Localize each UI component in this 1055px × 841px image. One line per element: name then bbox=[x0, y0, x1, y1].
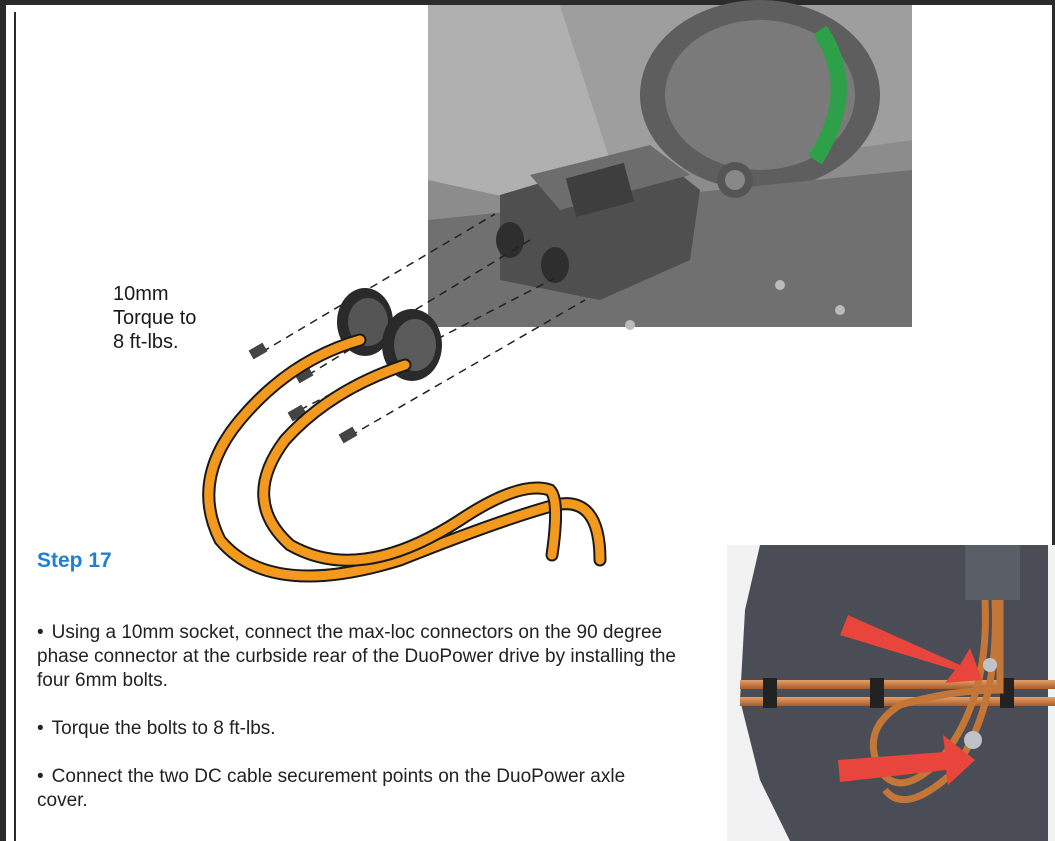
bullet-icon: • bbox=[37, 718, 44, 739]
step-title: Step 17 bbox=[37, 549, 112, 572]
instruction-list: •Using a 10mm socket, connect the max-lo… bbox=[37, 621, 677, 837]
instruction-item: •Connect the two DC cable securement poi… bbox=[37, 766, 626, 811]
bolts bbox=[248, 342, 358, 444]
instruction-item: •Using a 10mm socket, connect the max-lo… bbox=[37, 622, 676, 691]
dc-cables bbox=[202, 333, 607, 583]
torque-callout: 10mm Torque to 8 ft-lbs. bbox=[113, 282, 196, 354]
bullet-icon: • bbox=[37, 622, 44, 643]
left-rule bbox=[14, 12, 16, 841]
callout-torque-label: Torque to bbox=[113, 307, 197, 329]
right-rule bbox=[1052, 5, 1055, 841]
callout-torque-value: 8 ft-lbs. bbox=[113, 331, 179, 353]
instruction-item: •Torque the bolts to 8 ft-lbs. bbox=[37, 718, 276, 739]
drive-housing-render bbox=[428, 0, 912, 330]
axle-cover-render bbox=[727, 545, 1055, 841]
callout-size: 10mm bbox=[113, 283, 169, 305]
bullet-icon: • bbox=[37, 766, 44, 787]
